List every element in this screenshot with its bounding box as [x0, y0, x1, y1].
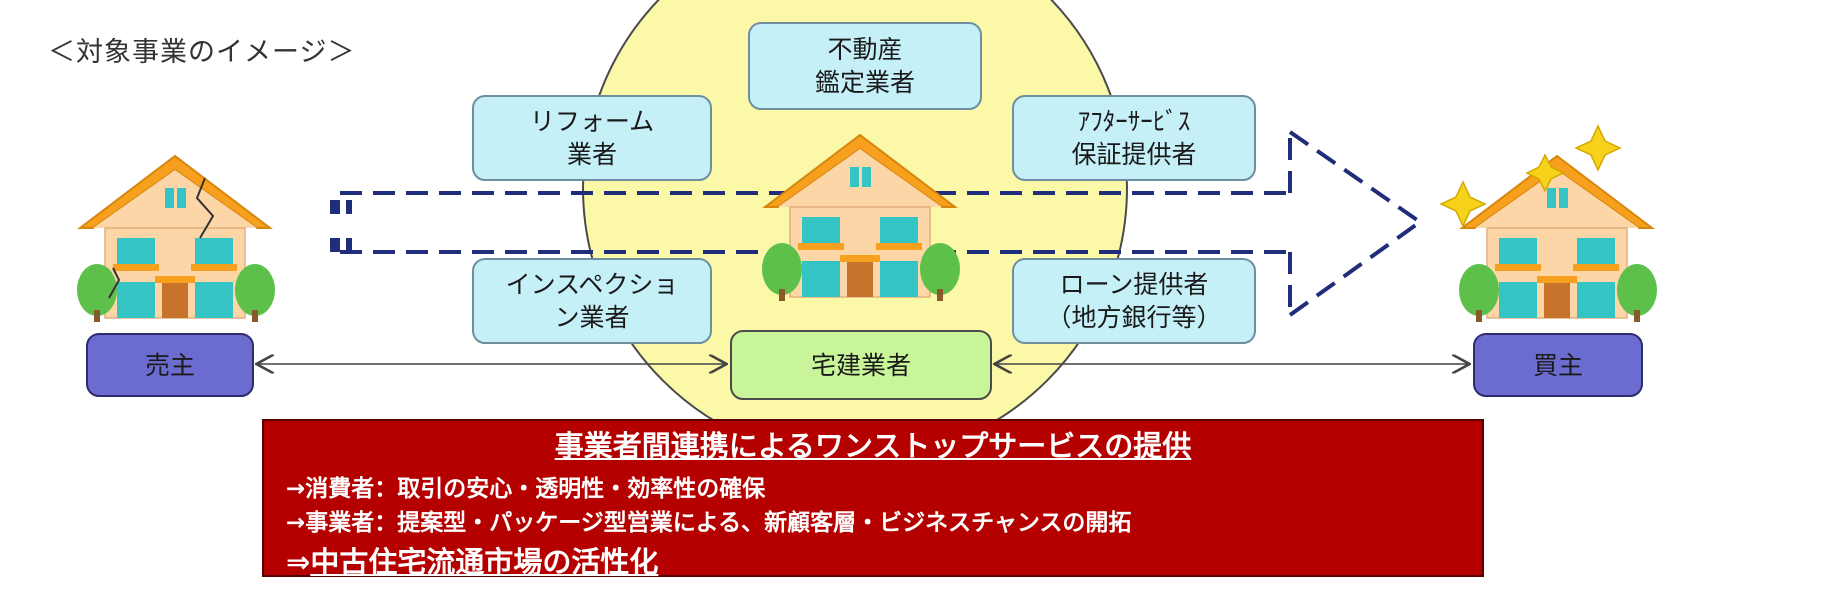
seller-house-icon [76, 155, 276, 323]
inspection-line-1: インスペクショ [505, 270, 679, 299]
appraisal-box: 不動産 鑑定業者 [748, 22, 982, 110]
banner-conclusion-text: 中古住宅流通市場の活性化 [310, 545, 659, 579]
reform-line-1: リフォーム [529, 107, 655, 136]
buyer-house-icon [1458, 155, 1658, 323]
summary-banner: 事業者間連携によるワンストップサービスの提供 →消費者：取引の安心・透明性・効率… [262, 419, 1484, 579]
afterservice-line-1: ｱﾌﾀｰｻｰﾋﾞｽ [1077, 107, 1191, 136]
banner-conclusion-arrow: ⇒ [286, 545, 311, 579]
sparkle-icon [1439, 124, 1622, 228]
broker-box: 宅建業者 [730, 330, 992, 400]
banner-consumer-line: →消費者：取引の安心・透明性・効率性の確保 [286, 476, 766, 502]
banner-title: 事業者間連携によるワンストップサービスの提供 [264, 423, 1482, 465]
inspection-line-2: ン業者 [554, 303, 630, 332]
reform-line-2: 業者 [566, 140, 617, 169]
loan-box: ローン提供者 （地方銀行等） [1012, 258, 1256, 344]
appraisal-line-1: 不動産 [827, 35, 903, 64]
buyer-label: 買主 [1532, 350, 1583, 380]
dashed-flow-tail [330, 200, 352, 252]
banner-conclusion: ⇒中古住宅流通市場の活性化 [286, 539, 658, 581]
banner-business-line: →事業者：提案型・パッケージ型営業による、新顧客層・ビジネスチャンスの開拓 [286, 510, 1132, 536]
reform-box: リフォーム 業者 [472, 95, 712, 181]
inspection-box: インスペクショ ン業者 [472, 258, 712, 344]
afterservice-line-2: 保証提供者 [1071, 140, 1197, 169]
buyer-box: 買主 [1473, 333, 1643, 397]
banner-title-text: 事業者間連携によるワンストップサービスの提供 [554, 429, 1192, 463]
diagram-caption: ＜対象事業のイメージ＞ [48, 37, 356, 68]
appraisal-line-2: 鑑定業者 [814, 68, 915, 97]
loan-line-2: （地方銀行等） [1046, 303, 1222, 332]
seller-label: 売主 [144, 350, 195, 380]
broker-label: 宅建業者 [810, 350, 911, 380]
seller-box: 売主 [86, 333, 254, 397]
afterservice-box: ｱﾌﾀｰｻｰﾋﾞｽ 保証提供者 [1012, 95, 1256, 181]
loan-line-1: ローン提供者 [1059, 270, 1209, 299]
